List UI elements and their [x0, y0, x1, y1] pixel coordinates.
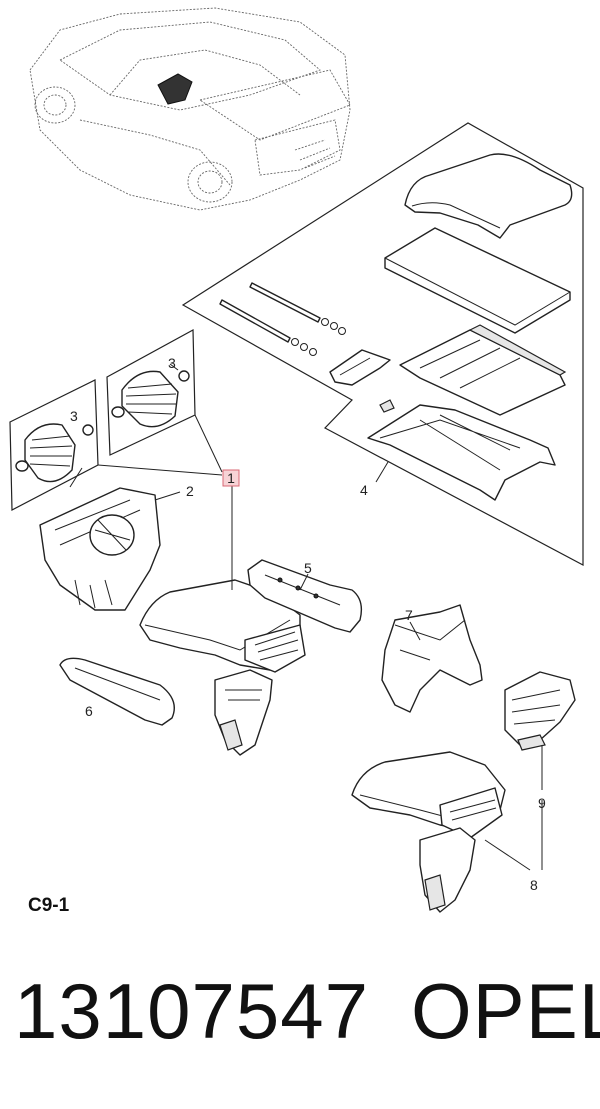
part-3-vent-left	[15, 423, 94, 483]
frame-part-4-group	[181, 122, 584, 566]
part-3-vent-right	[111, 370, 190, 428]
callout-9: 9	[538, 795, 546, 811]
callout-8: 8	[530, 877, 538, 893]
callout-6: 6	[85, 703, 93, 719]
part-4-storage-box-assembly	[219, 153, 573, 501]
part-7-cover-panel	[381, 604, 483, 713]
callout-3-right: 3	[168, 355, 176, 371]
part-8-armrest-alternative	[351, 751, 506, 913]
callout-7: 7	[405, 607, 413, 623]
reference-code: C9-1	[28, 895, 70, 916]
part-1-armrest-assembly	[139, 579, 306, 756]
part-2-vent-housing	[39, 487, 161, 611]
callout-3-left: 3	[70, 408, 78, 424]
part-9-rear-vent	[504, 671, 576, 751]
car-outline-illustration	[29, 7, 351, 211]
callout-5: 5	[304, 560, 312, 576]
svg-text:1: 1	[227, 470, 235, 486]
callout-2: 2	[186, 483, 194, 499]
part-6-side-panel	[59, 657, 175, 726]
callout-4: 4	[360, 482, 368, 498]
part-5-bracket	[247, 559, 363, 633]
leader-lines	[69, 363, 543, 871]
brand-name: OPEL	[411, 967, 600, 1055]
callout-1: 1	[222, 469, 240, 487]
part-number: 13107547	[14, 967, 370, 1055]
